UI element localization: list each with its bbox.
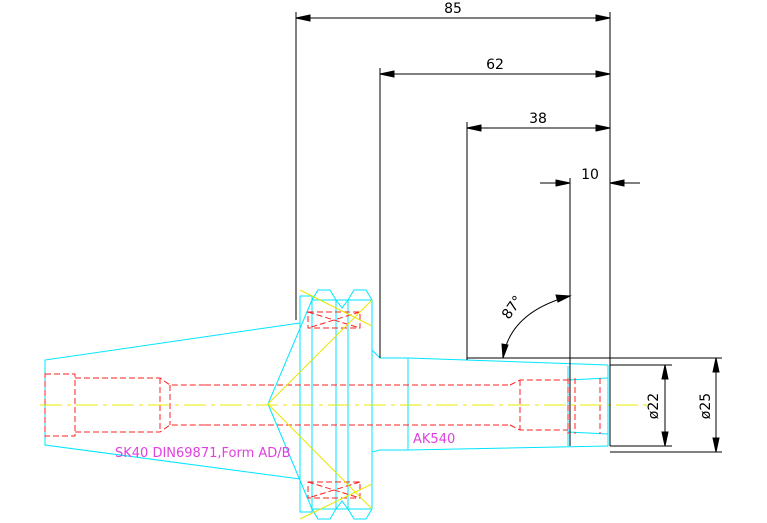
dim-38-label: 38 <box>529 111 547 127</box>
dim-10-label: 10 <box>581 167 599 183</box>
diameter-22-label: ø22 <box>646 393 662 419</box>
tool-holder-outline <box>44 289 609 520</box>
angle-87-label: 87° <box>499 293 526 323</box>
center-lines <box>40 289 650 520</box>
diameter-25-label: ø25 <box>698 393 714 419</box>
collet-type-label: AK540 <box>413 432 455 447</box>
dimension-lines <box>295 12 722 453</box>
dim-62-label: 62 <box>486 57 504 73</box>
taper-spec-label: SK40 DIN69871,Form AD/B <box>115 446 291 461</box>
dim-85-label: 85 <box>444 1 462 17</box>
